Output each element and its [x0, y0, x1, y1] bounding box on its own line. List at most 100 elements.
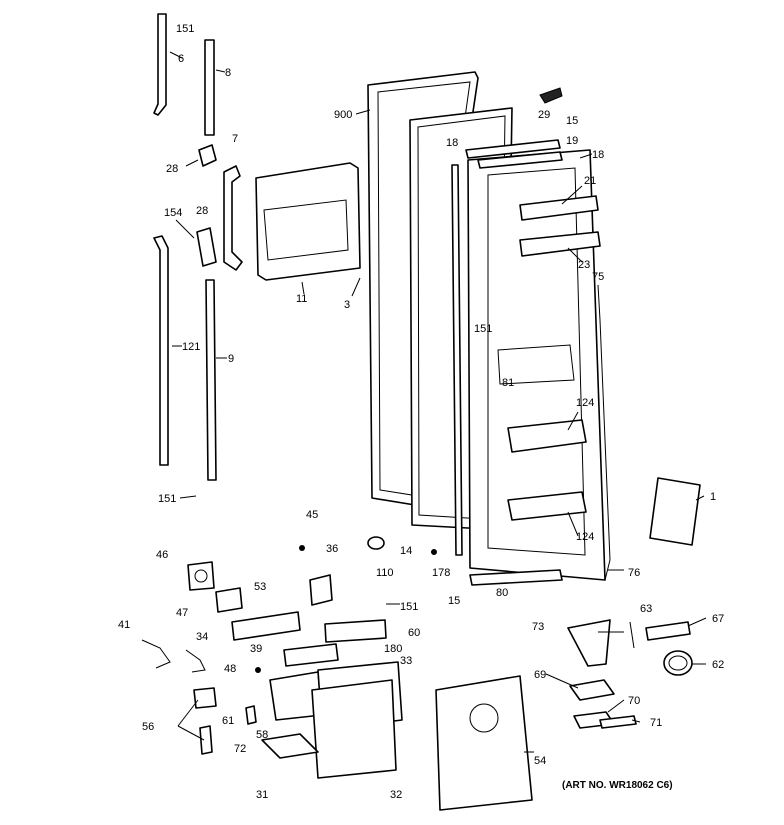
label-67: 67 — [712, 613, 724, 625]
callout-lines — [169, 51, 707, 753]
label-28: 28 — [166, 163, 178, 175]
label-34: 34 — [196, 631, 208, 643]
part-178-screw — [431, 549, 437, 555]
label-110: 110 — [376, 567, 394, 579]
label-45: 45 — [306, 509, 318, 521]
part-69-flap — [569, 679, 615, 701]
label-23: 23 — [578, 259, 590, 271]
label-36: 36 — [326, 543, 338, 555]
label-21: 21 — [584, 175, 596, 187]
label-151: 151 — [400, 601, 418, 613]
label-124: 124 — [576, 397, 594, 409]
label-61: 61 — [222, 715, 234, 727]
label-11: 11 — [296, 293, 307, 305]
label-151: 151 — [158, 493, 176, 505]
label-29: 29 — [538, 109, 550, 121]
part-110-knob — [367, 536, 385, 550]
label-69: 69 — [534, 669, 546, 681]
label-73: 73 — [532, 621, 544, 633]
label-19: 19 — [566, 135, 578, 147]
label-76: 76 — [628, 567, 640, 579]
label-56: 56 — [142, 721, 154, 733]
label-80: 80 — [496, 587, 508, 599]
label-32: 32 — [390, 789, 402, 801]
label-151: 151 — [176, 23, 194, 35]
part-8-strip — [204, 39, 215, 136]
label-33: 33 — [400, 655, 412, 667]
label-8: 8 — [225, 67, 231, 79]
part-45-screw — [299, 545, 305, 551]
part-80-strip — [469, 569, 563, 586]
label-70: 70 — [628, 695, 640, 707]
label-124: 124 — [576, 531, 594, 543]
part-19-rail — [477, 151, 563, 169]
part-46-switch — [187, 561, 215, 591]
part-47-plate — [215, 587, 243, 613]
label-14: 14 — [400, 545, 412, 557]
part-72-clip — [245, 705, 257, 725]
label-900: 900 — [334, 109, 352, 121]
part-124-bin-upper — [507, 419, 587, 453]
label-151: 151 — [474, 323, 492, 335]
label-15: 15 — [448, 595, 460, 607]
label-121: 121 — [182, 341, 200, 353]
label-28: 28 — [196, 205, 208, 217]
part-67-bracket — [645, 621, 691, 641]
part-54-cover — [435, 675, 533, 811]
part-21-shelf — [519, 195, 599, 221]
part-63-pin — [629, 621, 635, 649]
part-121-strip — [153, 235, 169, 466]
part-11-panel — [255, 162, 361, 281]
label-54: 54 — [534, 755, 546, 767]
label-6: 6 — [178, 53, 184, 65]
part-53-panel — [231, 611, 301, 641]
art-number: (ART NO. WR18062 C6) — [562, 780, 673, 791]
part-28-bracket-upper — [198, 144, 217, 167]
part-39-board — [283, 643, 339, 667]
part-36-bracket — [309, 574, 333, 606]
label-18: 18 — [592, 149, 604, 161]
part-124-bin-lower — [507, 491, 587, 521]
label-62: 62 — [712, 659, 724, 671]
label-47: 47 — [176, 607, 188, 619]
part-7-handle — [223, 165, 243, 271]
part-73-chute — [567, 619, 611, 667]
label-18: 18 — [446, 137, 458, 149]
label-178: 178 — [432, 567, 450, 579]
part-15-rail-top — [465, 139, 561, 159]
label-154: 154 — [164, 207, 182, 219]
label-41: 41 — [118, 619, 130, 631]
part-1-card — [649, 477, 701, 546]
part-75-tube — [597, 284, 611, 581]
label-180: 180 — [384, 643, 402, 655]
part-60-bracket — [324, 619, 387, 643]
part-34-wire — [185, 649, 206, 673]
label-53: 53 — [254, 581, 266, 593]
part-23-shelf — [519, 231, 601, 257]
part-31-grille — [261, 733, 319, 759]
label-81: 81 — [502, 377, 514, 389]
label-46: 46 — [156, 549, 168, 561]
label-63: 63 — [640, 603, 652, 615]
part-29-clip — [539, 87, 563, 104]
label-58: 58 — [256, 729, 268, 741]
part-56-switch — [193, 687, 217, 755]
label-72: 72 — [234, 743, 246, 755]
part-41-wire — [141, 639, 171, 669]
label-15: 15 — [566, 115, 578, 127]
label-31: 31 — [256, 789, 268, 801]
part-71-rod — [599, 715, 637, 729]
label-7: 7 — [232, 133, 238, 145]
part-28-bracket-lower — [196, 227, 217, 267]
label-60: 60 — [408, 627, 420, 639]
part-32-bucket — [311, 679, 397, 779]
part-62-ring — [663, 650, 693, 676]
label-39: 39 — [250, 643, 262, 655]
part-14-strip — [451, 164, 463, 556]
label-48: 48 — [224, 663, 236, 675]
label-9: 9 — [228, 353, 234, 365]
label-75: 75 — [592, 271, 604, 283]
label-3: 3 — [344, 299, 350, 311]
